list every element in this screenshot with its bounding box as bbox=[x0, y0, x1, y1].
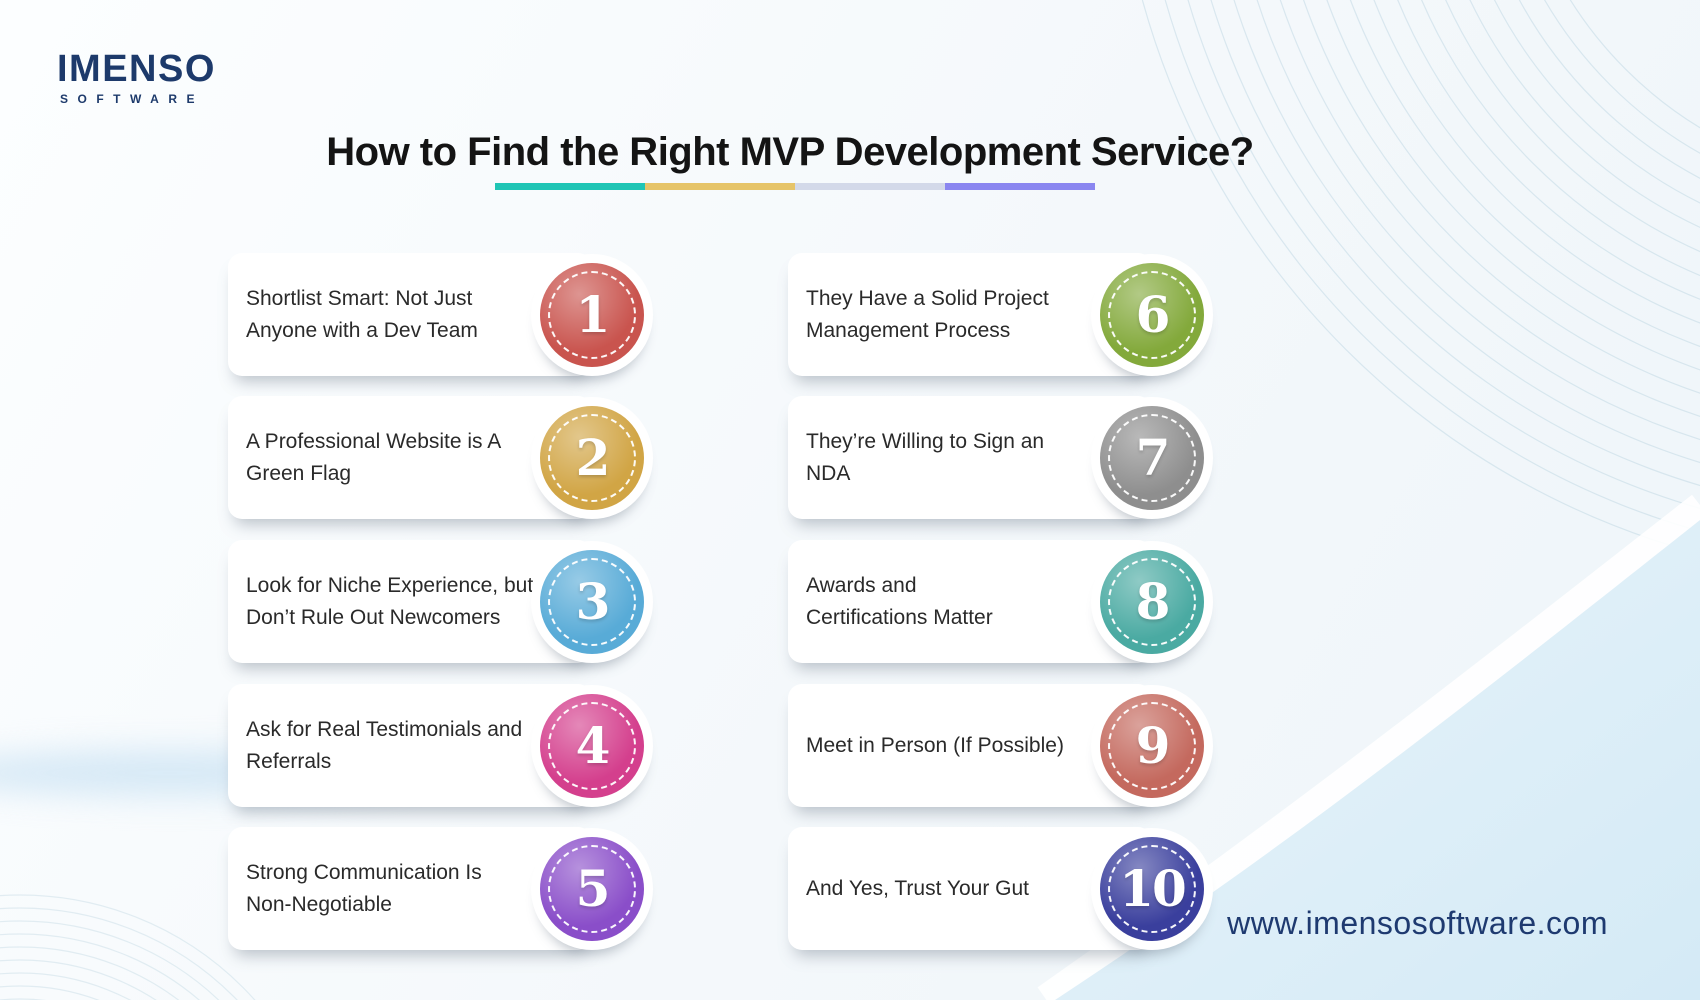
step-text: Strong Communication Is Non-Negotiable bbox=[246, 861, 482, 916]
step-number-badge: 2 bbox=[531, 396, 653, 519]
bottom-left-ripple-lines bbox=[0, 894, 256, 1000]
step-text: And Yes, Trust Your Gut bbox=[806, 876, 1029, 900]
step-number: 1 bbox=[575, 285, 611, 344]
step-text: Look for Niche Experience, but Don’t Rul… bbox=[246, 574, 534, 629]
step-card-4: Ask for Real Testimonials and Referrals … bbox=[228, 684, 653, 807]
logo-subtitle: SOFTWARE bbox=[60, 92, 204, 106]
step-card-9: Meet in Person (If Possible) 9 bbox=[788, 684, 1213, 807]
step-number: 7 bbox=[1135, 428, 1171, 487]
step-text: They’re Willing to Sign an NDA bbox=[806, 430, 1045, 485]
step-number: 3 bbox=[575, 572, 611, 631]
step-text: Meet in Person (If Possible) bbox=[806, 733, 1064, 757]
step-text: Ask for Real Testimonials and Referrals bbox=[246, 718, 523, 773]
logo-wordmark: IMENSO bbox=[57, 48, 216, 90]
page-title: How to Find the Right MVP Development Se… bbox=[326, 129, 1254, 174]
step-text: Awards and Certifications Matter bbox=[806, 574, 993, 629]
divider-segment-gold bbox=[645, 183, 795, 190]
step-card-5: Strong Communication Is Non-Negotiable 5 bbox=[228, 827, 653, 950]
divider-segment-gray bbox=[795, 183, 945, 190]
step-number-badge: 7 bbox=[1091, 396, 1213, 519]
title-divider bbox=[495, 183, 1095, 190]
website-url: www.imensosoftware.com bbox=[1227, 905, 1608, 941]
step-card-6: They Have a Solid Project Management Pro… bbox=[788, 253, 1213, 376]
step-number-badge: 5 bbox=[531, 827, 653, 950]
step-number-badge: 10 bbox=[1091, 827, 1213, 950]
bottom-right-blue-sweep bbox=[1055, 520, 1700, 1000]
step-number-badge: 9 bbox=[1091, 684, 1213, 807]
step-number: 10 bbox=[1119, 859, 1187, 918]
divider-segment-teal bbox=[495, 183, 645, 190]
step-card-10: And Yes, Trust Your Gut 10 bbox=[788, 827, 1213, 950]
step-text: They Have a Solid Project Management Pro… bbox=[806, 287, 1049, 342]
step-card-2: A Professional Website is A Green Flag 2 bbox=[228, 396, 653, 519]
step-number: 6 bbox=[1135, 285, 1171, 344]
step-number: 4 bbox=[575, 716, 611, 775]
step-number: 5 bbox=[575, 859, 611, 918]
imenso-logo: IMENSO SOFTWARE bbox=[57, 50, 216, 106]
step-number: 8 bbox=[1135, 572, 1171, 631]
divider-segment-purple bbox=[945, 183, 1095, 190]
step-number-badge: 3 bbox=[531, 540, 653, 663]
step-number-badge: 4 bbox=[531, 684, 653, 807]
step-card-1: Shortlist Smart: Not Just Anyone with a … bbox=[228, 253, 653, 376]
step-number: 2 bbox=[575, 428, 611, 487]
step-number-badge: 1 bbox=[531, 253, 653, 376]
step-card-3: Look for Niche Experience, but Don’t Rul… bbox=[228, 540, 653, 663]
step-number-badge: 8 bbox=[1091, 540, 1213, 663]
step-card-7: They’re Willing to Sign an NDA 7 bbox=[788, 396, 1213, 519]
step-text: Shortlist Smart: Not Just Anyone with a … bbox=[246, 287, 478, 342]
step-number-badge: 6 bbox=[1091, 253, 1213, 376]
step-card-8: Awards and Certifications Matter 8 bbox=[788, 540, 1213, 663]
step-text: A Professional Website is A Green Flag bbox=[246, 430, 502, 485]
step-number: 9 bbox=[1135, 716, 1171, 775]
